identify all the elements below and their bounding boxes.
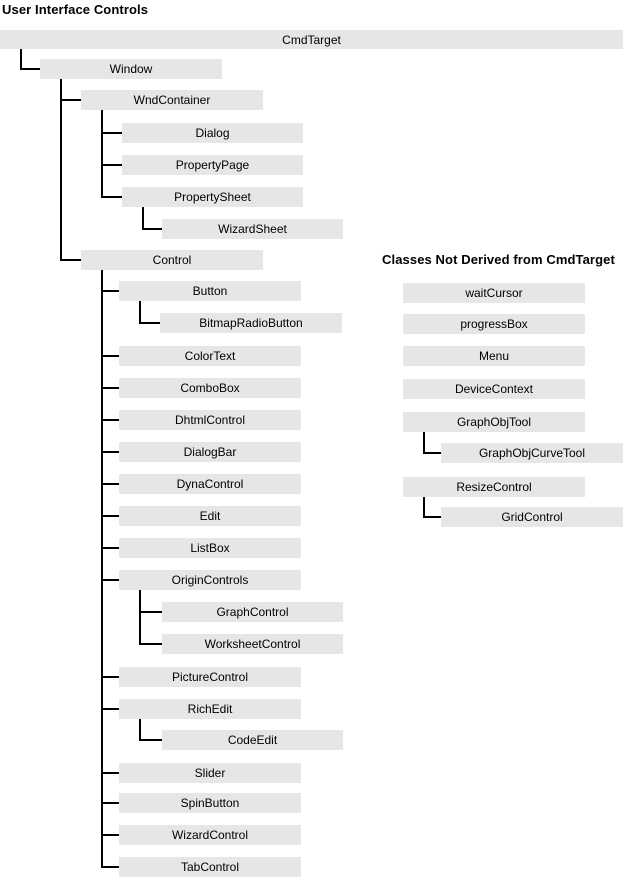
connector-line — [139, 739, 162, 741]
connector-line — [423, 432, 425, 454]
connector-line — [101, 110, 103, 198]
connector-line — [101, 483, 119, 485]
connector-line — [101, 676, 119, 678]
class-box-wizardsheet[interactable]: WizardSheet — [162, 219, 343, 239]
class-box-progressbox[interactable]: progressBox — [403, 314, 585, 334]
connector-line — [423, 452, 441, 454]
class-box-richedit[interactable]: RichEdit — [119, 699, 301, 719]
class-box-button[interactable]: Button — [119, 281, 301, 301]
class-box-codeedit[interactable]: CodeEdit — [162, 730, 343, 750]
connector-line — [101, 708, 119, 710]
connector-line — [101, 772, 119, 774]
class-box-combobox[interactable]: ComboBox — [119, 378, 301, 398]
connector-line — [142, 228, 162, 230]
class-box-gridcontrol[interactable]: GridControl — [441, 507, 623, 527]
connector-line — [101, 196, 122, 198]
class-box-waitcursor[interactable]: waitCursor — [403, 283, 585, 303]
class-box-dialog[interactable]: Dialog — [122, 123, 303, 143]
right-column-heading: Classes Not Derived from CmdTarget — [382, 252, 615, 267]
class-box-slider[interactable]: Slider — [119, 763, 301, 783]
connector-line — [60, 259, 81, 261]
connector-line — [101, 419, 119, 421]
connector-line — [60, 79, 62, 261]
class-box-propertypage[interactable]: PropertyPage — [122, 155, 303, 175]
class-box-bitmapradiobutton[interactable]: BitmapRadioButton — [160, 313, 342, 333]
page-title: User Interface Controls — [2, 2, 149, 17]
connector-line — [101, 802, 119, 804]
class-box-worksheetcontrol[interactable]: WorksheetControl — [162, 634, 343, 654]
connector-line — [20, 49, 22, 70]
connector-line — [423, 497, 425, 518]
class-box-wndcontainer[interactable]: WndContainer — [81, 90, 263, 110]
connector-line — [101, 290, 119, 292]
connector-line — [139, 590, 141, 645]
class-box-tabcontrol[interactable]: TabControl — [119, 857, 301, 877]
connector-line — [101, 451, 119, 453]
connector-line — [101, 164, 122, 166]
class-box-dynacontrol[interactable]: DynaControl — [119, 474, 301, 494]
connector-line — [101, 834, 119, 836]
connector-line — [101, 270, 103, 868]
class-box-wizardcontrol[interactable]: WizardControl — [119, 825, 301, 845]
connector-line — [101, 579, 119, 581]
class-box-propertysheet[interactable]: PropertySheet — [122, 187, 303, 207]
connector-line — [101, 132, 122, 134]
connector-line — [139, 719, 141, 741]
class-box-graphobjtool[interactable]: GraphObjTool — [403, 412, 585, 432]
connector-line — [139, 301, 141, 324]
class-box-control[interactable]: Control — [81, 250, 263, 270]
class-box-listbox[interactable]: ListBox — [119, 538, 301, 558]
connector-line — [101, 355, 119, 357]
connector-line — [139, 322, 160, 324]
connector-line — [423, 516, 441, 518]
connector-line — [101, 515, 119, 517]
connector-line — [20, 68, 40, 70]
class-box-window[interactable]: Window — [40, 59, 222, 79]
class-box-graphcontrol[interactable]: GraphControl — [162, 602, 343, 622]
connector-line — [139, 611, 162, 613]
class-box-origincontrols[interactable]: OriginControls — [119, 570, 301, 590]
connector-line — [142, 207, 144, 230]
connector-line — [101, 547, 119, 549]
class-box-graphobjcurvetool[interactable]: GraphObjCurveTool — [441, 443, 623, 463]
class-box-menu[interactable]: Menu — [403, 346, 585, 366]
connector-line — [139, 643, 162, 645]
class-box-colortext[interactable]: ColorText — [119, 346, 301, 366]
class-box-dialogbar[interactable]: DialogBar — [119, 442, 301, 462]
class-box-dhtmlcontrol[interactable]: DhtmlControl — [119, 410, 301, 430]
class-box-resizecontrol[interactable]: ResizeControl — [403, 477, 585, 497]
connector-line — [101, 866, 119, 868]
connector-line — [60, 99, 81, 101]
class-box-devicecontext[interactable]: DeviceContext — [403, 379, 585, 399]
class-box-picturecontrol[interactable]: PictureControl — [119, 667, 301, 687]
class-box-cmdtarget[interactable]: CmdTarget — [0, 30, 623, 49]
connector-line — [101, 387, 119, 389]
class-box-edit[interactable]: Edit — [119, 506, 301, 526]
class-box-spinbutton[interactable]: SpinButton — [119, 793, 301, 813]
